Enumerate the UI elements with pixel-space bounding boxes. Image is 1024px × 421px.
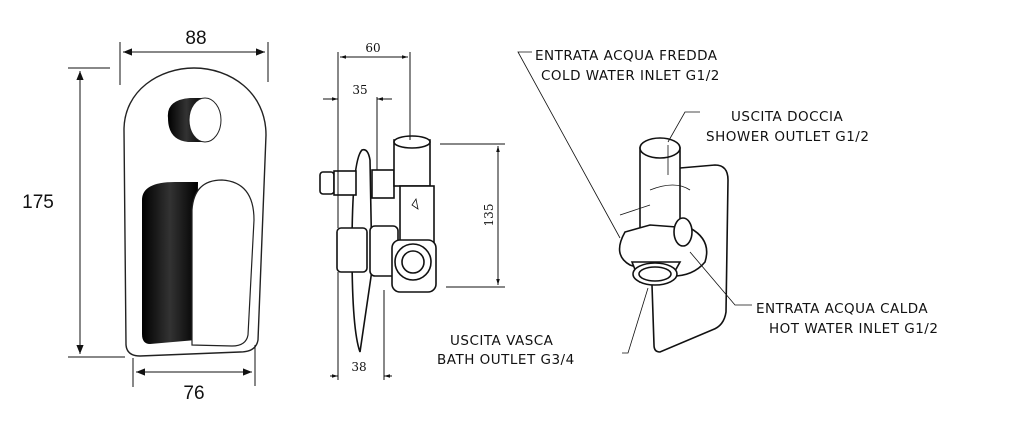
leader-shower xyxy=(667,111,700,143)
label-shower-it: USCITA DOCCIA xyxy=(731,109,843,125)
leader-bath xyxy=(622,287,649,354)
leader-cold xyxy=(517,51,621,239)
dimension-88: 88 xyxy=(185,28,206,49)
dimension-76: 76 xyxy=(183,383,204,404)
label-hot-it: ENTRATA ACQUA CALDA xyxy=(756,301,928,317)
label-hot-en: HOT WATER INLET G1/2 xyxy=(769,321,938,337)
lever-handle xyxy=(191,179,255,347)
label-bath-en: BATH OUTLET G3/4 xyxy=(437,352,575,368)
lever-recess xyxy=(142,182,198,344)
dimension-135: 135 xyxy=(482,204,496,227)
side-view: 60 35 135 38 xyxy=(319,41,505,380)
dimension-38: 38 xyxy=(351,360,366,374)
label-bath-it: USCITA VASCA xyxy=(450,333,554,349)
label-cold-en: COLD WATER INLET G1/2 xyxy=(541,68,720,84)
label-cold-it: ENTRATA ACQUA FREDDA xyxy=(535,48,718,64)
leader-hot xyxy=(689,251,752,306)
dimension-35: 35 xyxy=(352,83,367,97)
isometric-view: ENTRATA ACQUA FREDDA COLD WATER INLET G1… xyxy=(437,48,938,368)
dimension-60: 60 xyxy=(365,41,380,55)
label-shower-en: SHOWER OUTLET G1/2 xyxy=(706,129,869,145)
front-view: 88 175 76 xyxy=(22,28,269,404)
dimension-175: 175 xyxy=(22,192,54,213)
